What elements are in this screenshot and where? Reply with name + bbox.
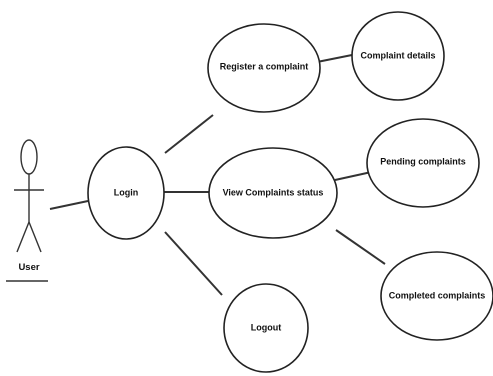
logout-label: Logout: [251, 322, 282, 332]
use-case-register-complaint: Register a complaint: [207, 23, 321, 113]
use-case-completed: Completed complaints: [380, 251, 493, 341]
edge-register-details: [316, 54, 353, 63]
details-ellipse: [351, 11, 445, 101]
actor-label: User: [18, 262, 39, 273]
view-status-label: View Complaints status: [223, 187, 324, 197]
use-case-complaint-details: Complaint details: [351, 11, 445, 101]
completed-ellipse: [380, 251, 493, 341]
edge-login-logout: [164, 231, 223, 296]
details-label: Complaint details: [360, 50, 435, 60]
user-actor: User: [6, 139, 48, 282]
use-case-logout: Logout: [223, 283, 309, 373]
register-label: Register a complaint: [220, 61, 309, 71]
edge-user-login: [49, 200, 89, 210]
pending-label: Pending complaints: [380, 156, 466, 166]
edge-login-register: [164, 114, 214, 154]
edge-view-completed: [335, 229, 386, 265]
pending-ellipse: [366, 118, 480, 208]
view-status-ellipse: [208, 147, 338, 239]
login-ellipse: [87, 146, 165, 240]
completed-label: Completed complaints: [389, 290, 486, 300]
use-case-pending: Pending complaints: [366, 118, 480, 208]
actor-head: [20, 139, 38, 175]
logout-ellipse: [223, 283, 309, 373]
use-case-view-status: View Complaints status: [208, 147, 338, 239]
login-label: Login: [114, 187, 139, 197]
register-ellipse: [207, 23, 321, 113]
connectors: [49, 54, 386, 296]
use-case-login: Login: [87, 146, 165, 240]
actor-right-leg: [28, 221, 42, 253]
actor-left-leg: [16, 221, 30, 253]
